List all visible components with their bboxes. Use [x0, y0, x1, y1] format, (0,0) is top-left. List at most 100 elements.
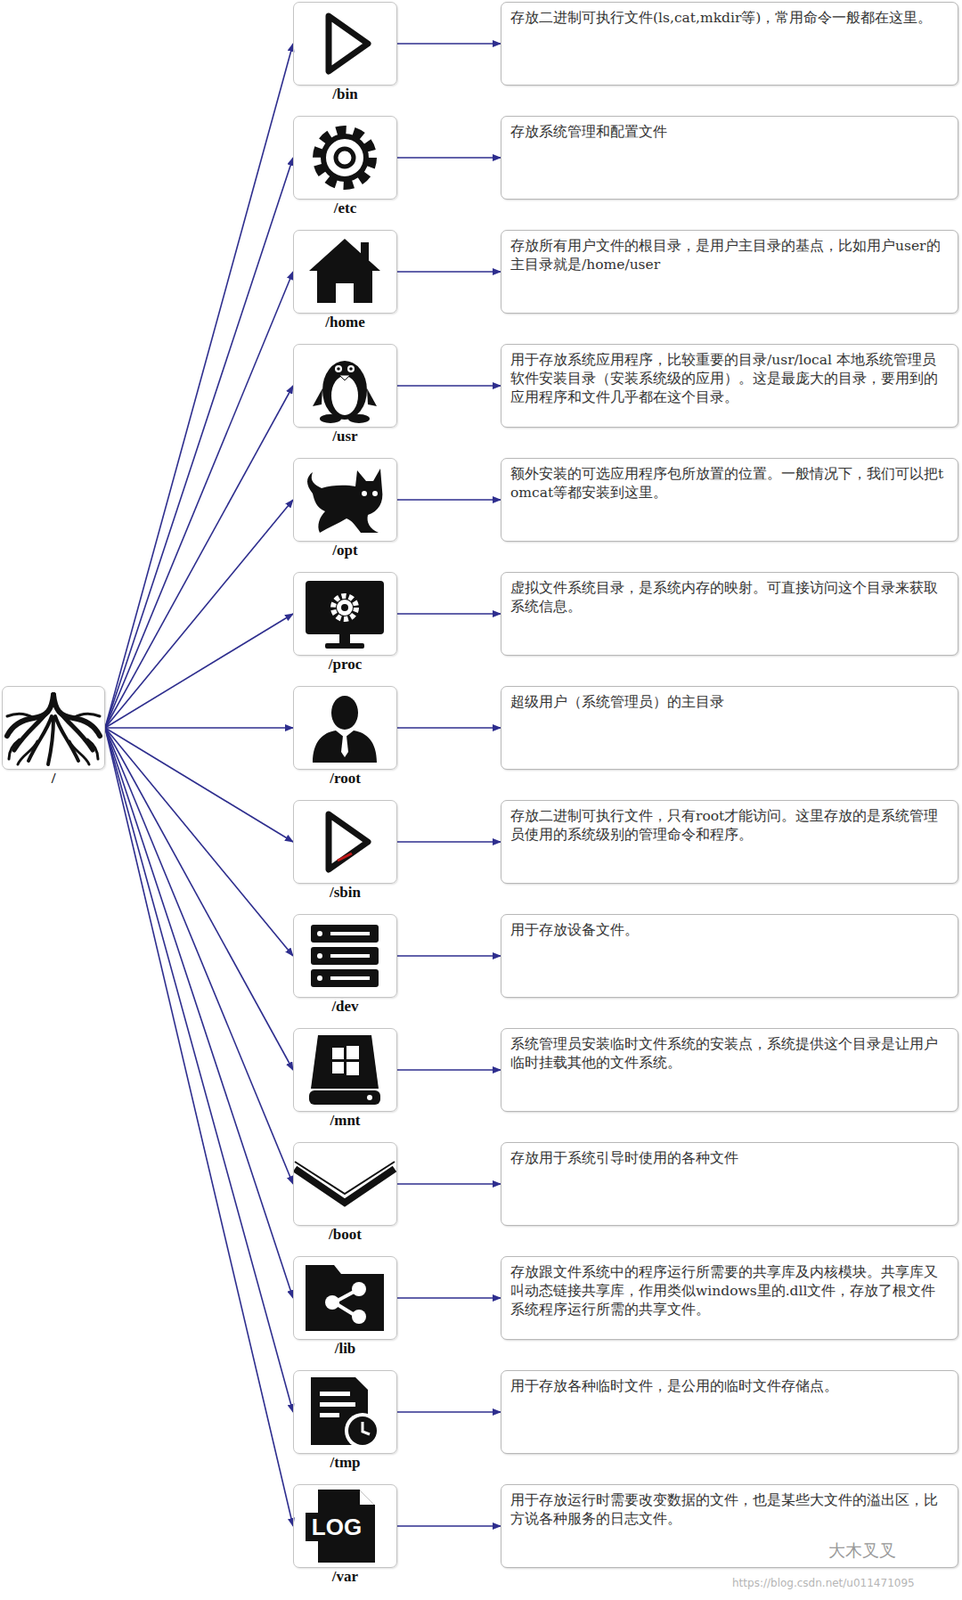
play-icon: [328, 16, 368, 72]
description-box: 虚拟文件系统目录，是系统内存的映射。可直接访问这个目录来获取系统信息。: [500, 571, 959, 656]
description-text: 用于存放运行时需要改变数据的文件，也是某些大文件的溢出区，比方说各种服务的日志文…: [501, 1484, 958, 1534]
connector-arrow: [105, 727, 294, 1070]
description-box: 存放跟文件系统中的程序运行所需要的共享库及内核模块。共享库又叫动态链接共享库，作…: [500, 1255, 959, 1340]
directory-name: /opt: [276, 541, 415, 559]
directory-icon-box: /boot: [293, 1141, 398, 1226]
directory-icon-box: /usr: [293, 343, 398, 428]
drive-icon: [309, 1035, 381, 1105]
connector-arrow: [397, 840, 501, 843]
directory-name: /usr: [276, 427, 415, 445]
description-text: 超级用户（系统管理员）的主目录: [501, 686, 958, 718]
description-text: 用于存放系统应用程序，比较重要的目录/usr/local 本地系统管理员软件安装…: [501, 344, 958, 413]
directory-name: /tmp: [276, 1453, 415, 1471]
directory-icon-box: /dev: [293, 913, 398, 998]
server-icon: [310, 924, 379, 987]
directory-name: /: [0, 769, 123, 787]
description-text: 用于存放各种临时文件，是公用的临时文件存储点。: [501, 1370, 958, 1402]
directory-name: /boot: [276, 1225, 415, 1243]
description-text: 存放跟文件系统中的程序运行所需要的共享库及内核模块。共享库又叫动态链接共享库，作…: [501, 1256, 958, 1325]
connector-arrow: [105, 499, 294, 728]
connector-arrow: [397, 1182, 501, 1185]
connector-arrow: [397, 42, 501, 45]
connector-arrow: [397, 1068, 501, 1071]
directory-icon-box: /sbin: [293, 799, 398, 884]
description-text: 用于存放设备文件。: [501, 914, 958, 946]
directory-icon-box: /lib: [293, 1255, 398, 1340]
connector-arrow: [397, 1296, 501, 1299]
description-box: 用于存放系统应用程序，比较重要的目录/usr/local 本地系统管理员软件安装…: [500, 343, 959, 428]
directory-name: /lib: [276, 1339, 415, 1357]
description-text: 额外安装的可选应用程序包所放置的位置。一般情况下，我们可以把tomcat等都安装…: [501, 458, 958, 508]
description-box: 存放二进制可执行文件，只有root才能访问。这里存放的是系统管理员使用的系统级别…: [500, 799, 959, 884]
directory-name: /home: [276, 313, 415, 331]
description-box: 用于存放各种临时文件，是公用的临时文件存储点。: [500, 1369, 959, 1454]
directory-name: /dev: [276, 997, 415, 1015]
connector-arrow: [105, 727, 294, 1298]
monitor-gear-icon: [305, 580, 384, 649]
directory-name: /root: [276, 769, 415, 787]
description-box: 额外安装的可选应用程序包所放置的位置。一般情况下，我们可以把tomcat等都安装…: [500, 457, 959, 542]
description-box: 超级用户（系统管理员）的主目录: [500, 685, 959, 770]
shared-folder-icon: [305, 1264, 384, 1331]
description-box: 存放系统管理和配置文件: [500, 115, 959, 200]
connector-arrow: [397, 726, 501, 729]
description-box: 系统管理员安装临时文件系统的安装点，系统提供这个目录是让用户临时挂载其他的文件系…: [500, 1027, 959, 1112]
description-text: 系统管理员安装临时文件系统的安装点，系统提供这个目录是让用户临时挂载其他的文件系…: [501, 1028, 958, 1078]
description-box: 存放二进制可执行文件(ls,cat,mkdir等)，常用命令一般都在这里。: [500, 1, 959, 86]
connector-arrow: [397, 954, 501, 957]
description-box: 存放用于系统引导时使用的各种文件: [500, 1141, 959, 1226]
connector-arrow: [105, 727, 294, 956]
directory-name: /bin: [276, 85, 415, 103]
directory-icon-box: /etc: [293, 115, 398, 200]
connector-arrow: [397, 498, 501, 501]
watermark-url: https://blog.csdn.net/u011471095: [732, 1576, 915, 1590]
connector-arrow: [397, 156, 501, 159]
directory-icon-box: /bin: [293, 1, 398, 86]
directory-icon-box: /root: [293, 685, 398, 770]
connector-arrow: [397, 1410, 501, 1413]
roots-icon: [7, 694, 100, 765]
chevron-icon: [294, 1161, 395, 1203]
description-text: 存放用于系统引导时使用的各种文件: [501, 1142, 958, 1174]
directory-icon-box: /mnt: [293, 1027, 398, 1112]
description-text: 存放二进制可执行文件，只有root才能访问。这里存放的是系统管理员使用的系统级别…: [501, 800, 958, 850]
connector-arrow: [105, 157, 294, 728]
directory-name: /sbin: [276, 883, 415, 901]
connector-arrow: [105, 613, 294, 728]
connector-arrow: [105, 727, 294, 1184]
description-text: 存放二进制可执行文件(ls,cat,mkdir等)，常用命令一般都在这里。: [501, 2, 958, 33]
watermark: 大木叉叉: [828, 1539, 897, 1563]
house-icon: [309, 238, 381, 303]
tomcat-icon: [307, 468, 383, 533]
log-file-icon: [305, 1489, 376, 1563]
connector-arrow: [397, 384, 501, 387]
description-box: 用于存放设备文件。: [500, 913, 959, 998]
description-text: 存放系统管理和配置文件: [501, 116, 958, 147]
penguin-icon: [312, 360, 377, 424]
directory-icon-box: /proc: [293, 571, 398, 656]
directory-icon-box: /opt: [293, 457, 398, 542]
connector-arrow: [105, 727, 294, 1526]
directory-name: /etc: [276, 199, 415, 217]
icon-label: LOG: [305, 1512, 368, 1541]
person-icon: [312, 695, 377, 763]
description-box: 存放所有用户文件的根目录，是用户主目录的基点，比如用户user的主目录就是/ho…: [500, 229, 959, 314]
connector-arrow: [105, 385, 294, 728]
connector-arrow: [105, 43, 294, 728]
connector-arrow: [397, 1524, 501, 1527]
root-directory-box: /: [1, 685, 106, 770]
directory-name: /var: [276, 1567, 415, 1585]
description-text: 虚拟文件系统目录，是系统内存的映射。可直接访问这个目录来获取系统信息。: [501, 572, 958, 622]
directory-icon-box: /home: [293, 229, 398, 314]
connector-arrow: [397, 270, 501, 273]
connector-arrow: [105, 271, 294, 728]
directory-name: /mnt: [276, 1111, 415, 1129]
directory-icon-box: /tmp: [293, 1369, 398, 1454]
connector-arrow: [397, 612, 501, 615]
connector-arrow: [105, 727, 294, 842]
connector-arrow: [105, 726, 294, 729]
description-text: 存放所有用户文件的根目录，是用户主目录的基点，比如用户user的主目录就是/ho…: [501, 230, 958, 280]
gear-icon: [317, 130, 373, 186]
play-icon: [328, 814, 368, 870]
